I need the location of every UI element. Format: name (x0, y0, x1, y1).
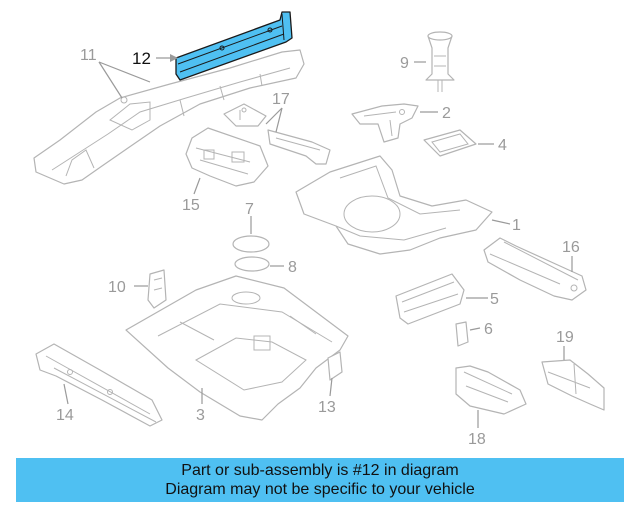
part-9-jack[interactable] (425, 31, 455, 92)
callout-13: 13 (318, 399, 336, 416)
callout-16: 16 (562, 239, 580, 256)
callout-6: 6 (484, 321, 493, 338)
part-11-side-rail[interactable] (33, 49, 305, 185)
callout-2: 2 (442, 105, 451, 122)
callout-12: 12 (132, 49, 151, 68)
callout-18: 18 (468, 431, 486, 448)
callout-5: 5 (490, 291, 499, 308)
part-10-bracket[interactable] (147, 269, 167, 309)
part-5-member[interactable] (395, 273, 465, 325)
part-7-plug[interactable] (232, 235, 270, 253)
part-4-plate[interactable] (423, 129, 477, 157)
part-14-side-sill[interactable] (35, 343, 163, 427)
caption-line-1: Part or sub-assembly is #12 in diagram (181, 462, 459, 479)
callout-11: 11 (80, 47, 97, 64)
part-1-rear-floor-pan[interactable] (295, 155, 493, 255)
callout-10: 10 (108, 279, 126, 296)
part-15-crossmember[interactable] (185, 127, 269, 187)
callout-1: 1 (512, 217, 521, 234)
arrow-12 (170, 54, 178, 62)
callout-15: 15 (182, 197, 200, 214)
callout-4: 4 (498, 137, 507, 154)
callout-8: 8 (288, 259, 297, 276)
part-2-bracket[interactable] (351, 103, 419, 143)
leader-lines (63, 54, 573, 428)
part-19-bracket[interactable] (541, 359, 605, 411)
part-13-clip[interactable] (327, 351, 343, 381)
callout-3: 3 (196, 407, 205, 424)
part-6-clip[interactable] (455, 321, 469, 347)
callout-9: 9 (400, 55, 409, 72)
part-12-reinforcement-highlighted[interactable] (175, 11, 293, 81)
part-16-rear-member[interactable] (483, 237, 587, 301)
callout-7: 7 (245, 201, 254, 218)
callout-14: 14 (56, 407, 74, 424)
caption-bar: Part or sub-assembly is #12 in diagram D… (16, 458, 624, 502)
part-8-plug[interactable] (234, 256, 270, 272)
callout-labels: 11 12 9 2 4 17 15 1 7 8 16 10 5 6 19 3 1… (56, 47, 580, 448)
part-18-bracket[interactable] (455, 365, 527, 415)
part-17-bracket[interactable] (223, 103, 331, 165)
part-3-front-floor-pan[interactable] (125, 275, 349, 421)
callout-17: 17 (272, 91, 290, 108)
callout-19: 19 (556, 329, 574, 346)
caption-line-2: Diagram may not be specific to your vehi… (165, 481, 475, 498)
